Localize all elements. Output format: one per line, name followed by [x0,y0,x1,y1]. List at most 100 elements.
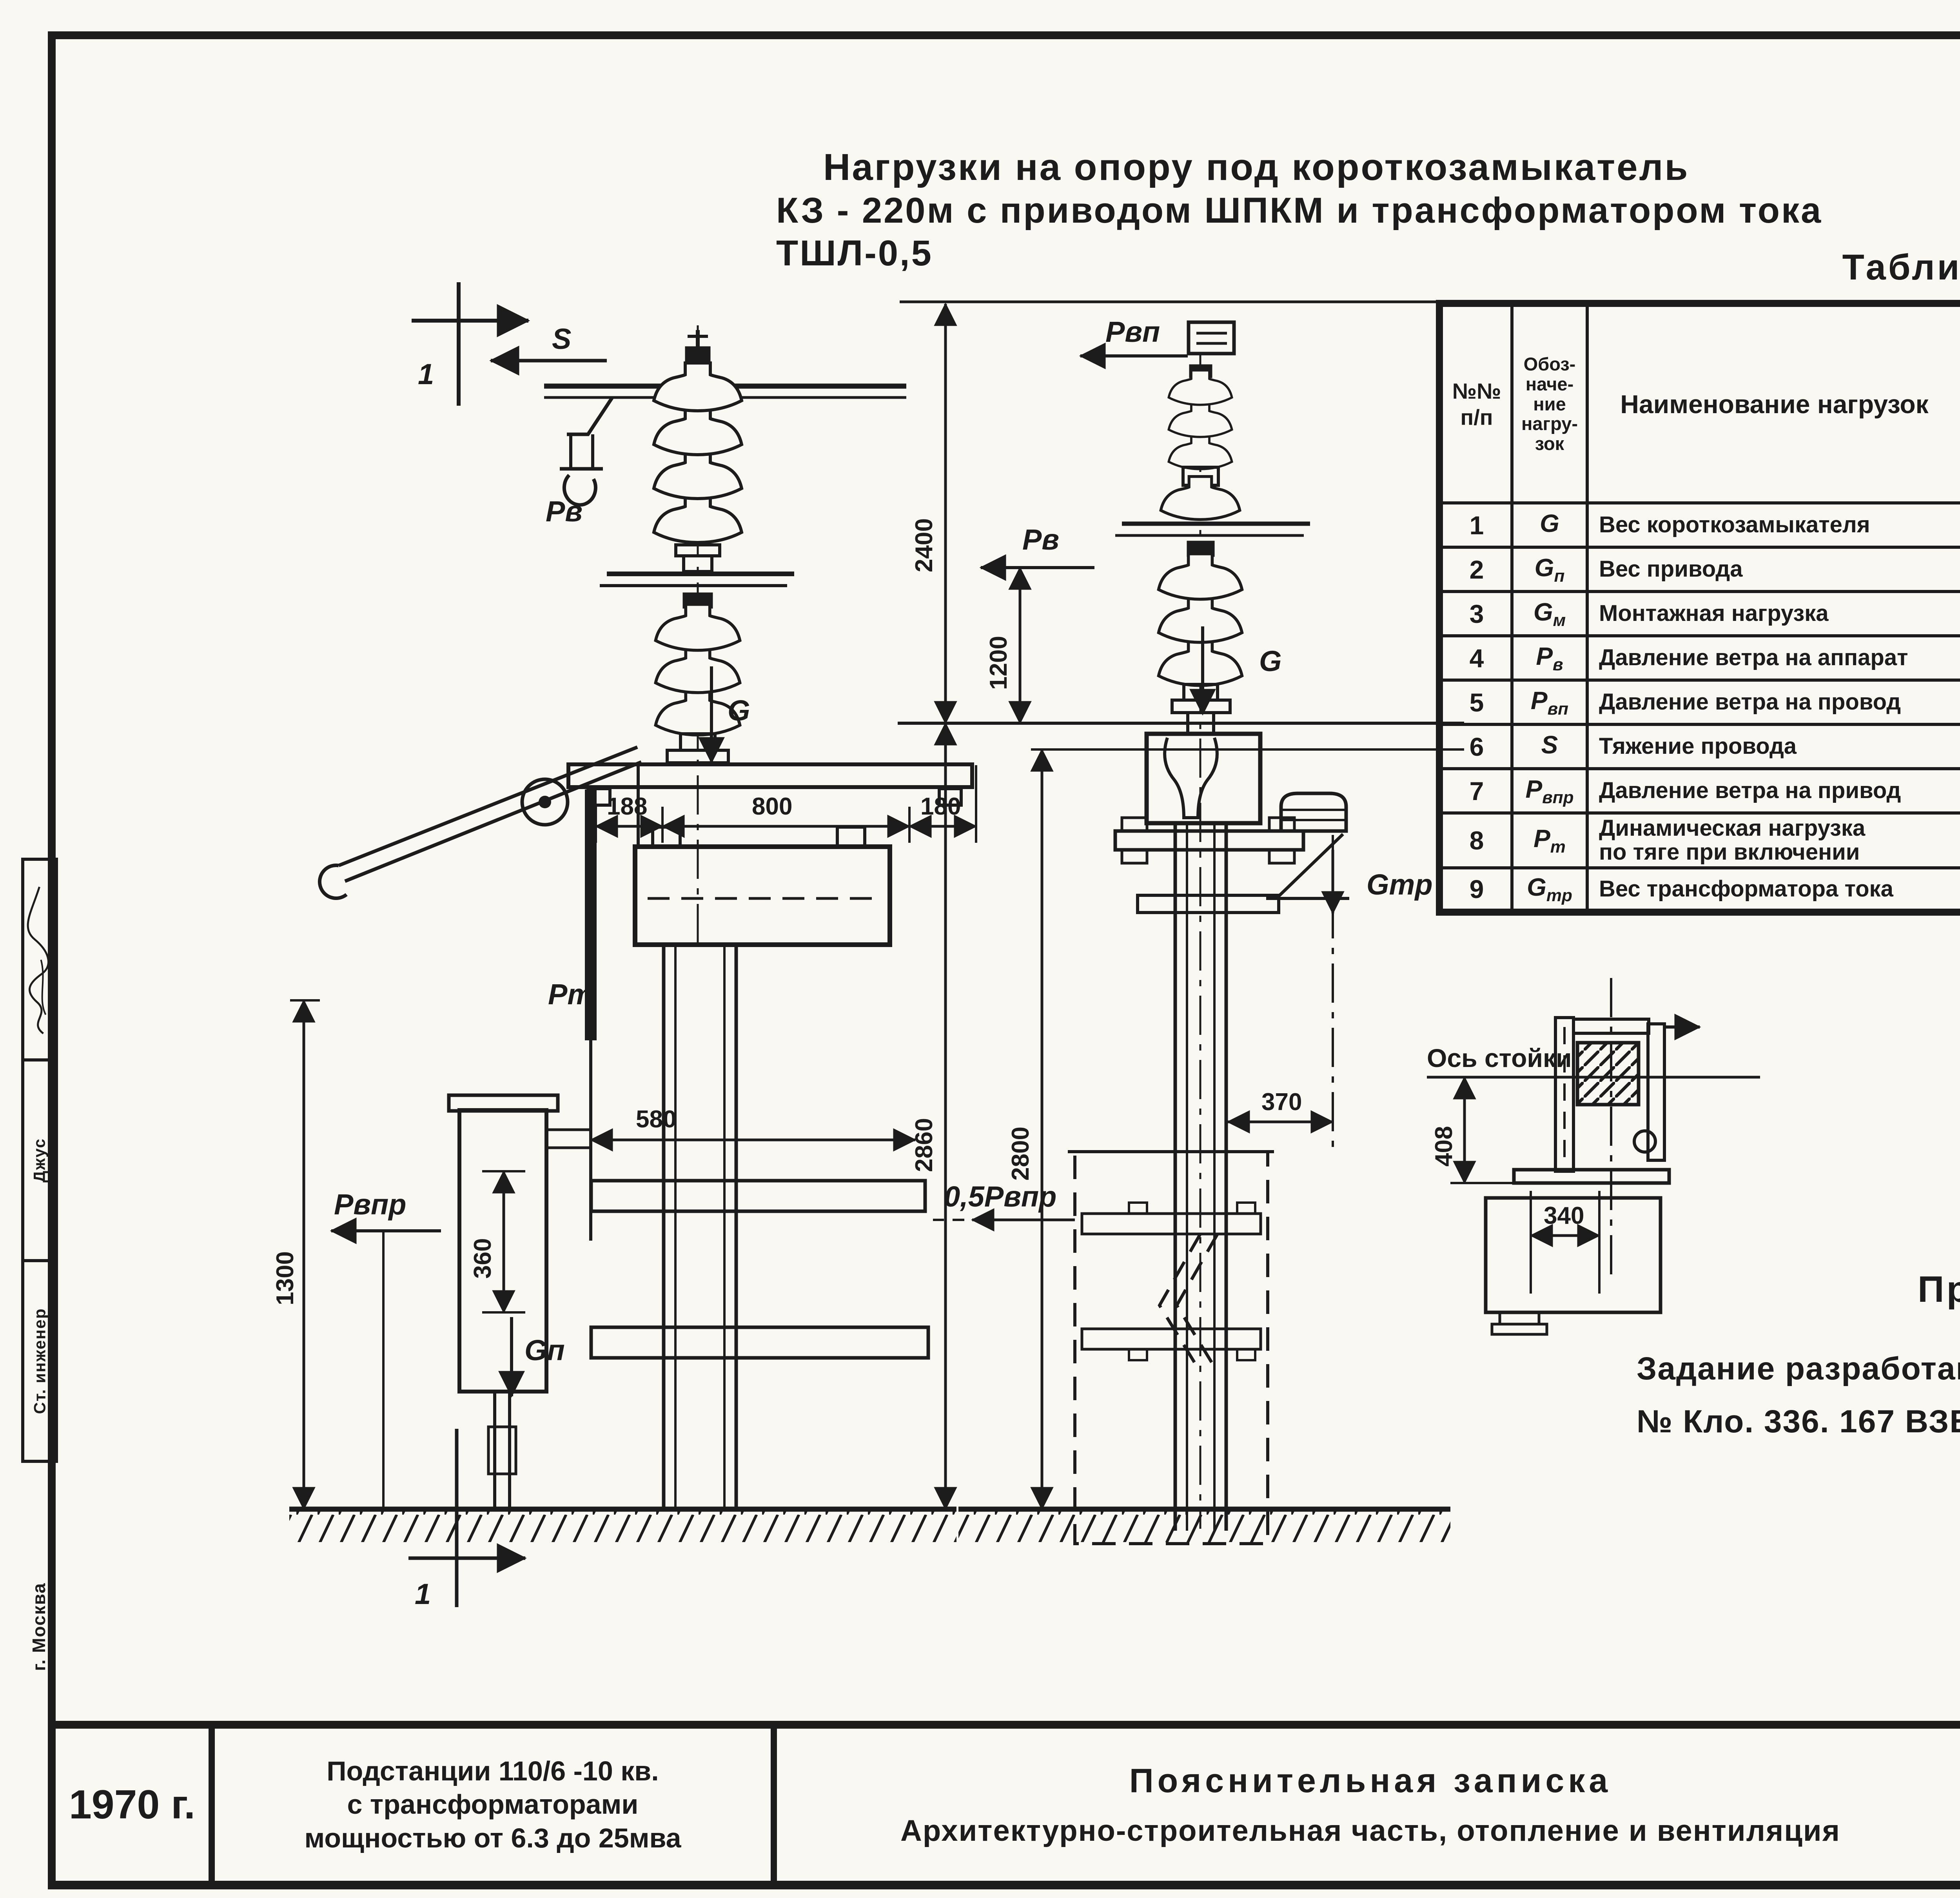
row-symbol: Рт [1510,811,1589,869]
row-number: 9 [1438,866,1514,914]
left-view-labels: 1 S Рв G Рт Рвпр Gп 1 188 800 180 580 36… [272,323,961,1610]
dim-800: 800 [752,793,792,820]
stamp-name-cell: Джус [24,1062,55,1262]
force-label-s: S [552,323,571,355]
shared-dimensions [898,300,1464,1510]
force-label-pv: Рв [1022,523,1059,556]
left-elevation-view [289,282,977,1607]
row-name: Динамическая нагрузка по тяге при включе… [1586,811,1960,869]
document-subtitle: Архитектурно-строительная часть, отоплен… [900,1814,1840,1847]
note-line2: № Кло. 336. 167 ВЗВА. [1637,1404,1960,1439]
col-header-name: Наименование нагрузок [1586,302,1960,504]
force-label-g: G [728,694,750,727]
dim-2800: 2800 [1007,1127,1034,1181]
dim-180: 180 [920,793,961,820]
dim-340: 340 [1544,1202,1584,1229]
force-label-half-pvpr: 0,5Рвпр [944,1180,1056,1213]
technical-drawing: 1 S Рв G Рт Рвпр Gп 1 188 800 180 580 36… [272,282,1760,1610]
title-block: 1970 г. Подстанции 110/6 -10 кв. с транс… [48,1721,1960,1889]
title-block-object-cell: Подстанции 110/6 -10 кв. с трансформатор… [215,1729,777,1881]
force-label-pv: Рв [546,495,583,528]
row-symbol: Рвпр [1510,767,1589,815]
row-symbol: G [1510,501,1589,549]
table-row: 5 Рвп Давление ветра на провод 20 20 6 1… [1438,679,1960,726]
row-number: 3 [1438,590,1514,637]
dim-360: 360 [469,1238,496,1279]
row-name: Вес короткозамыкателя [1586,501,1960,549]
row-name: Монтажная нагрузка [1586,590,1960,637]
dim-1200: 1200 [985,636,1012,690]
table-row: 7 Рвпр Давление ветра на привод 40 40 10… [1438,767,1960,815]
dim-580: 580 [636,1106,676,1133]
middle-view-labels: Рвп Рв G Gтр 0,5Рвпр 370 [944,316,1433,1213]
stamp-city: г. Москва [21,1529,56,1725]
row-number: 7 [1438,767,1514,815]
note-heading: Примечание [1918,1268,1960,1310]
middle-elevation-view [933,320,1450,1545]
stamp-signature-cell [24,861,55,1062]
engineer-role: Ст. инженер [30,1308,49,1414]
row-symbol: Рвп [1510,679,1589,726]
engineer-name: Джус [30,1138,49,1183]
dim-2400: 2400 [911,518,938,572]
row-name: Давление ветра на привод [1586,767,1960,815]
force-label-gp: Gп [524,1334,565,1366]
dim-188: 188 [607,793,647,820]
row-number: 5 [1438,679,1514,726]
sheet-title-line1: Нагрузки на опору под короткозамыкатель [823,146,1690,188]
force-label-gtr: Gтр [1367,868,1433,901]
note-line1: Задание разработано на основании чертежа [1637,1351,1960,1386]
row-number: 2 [1438,546,1514,593]
row-number: 4 [1438,634,1514,682]
row-name: Вес привода [1586,546,1960,593]
force-label-g: G [1259,645,1282,677]
document-title: Пояснительная записка [1129,1762,1612,1800]
row-symbol: Gм [1510,590,1589,637]
title-block-doc-cell: Пояснительная записка Архитектурно-строи… [777,1729,1960,1881]
force-label-pvp: Рвп [1105,316,1160,348]
load-table: №№ п/п Обоз- наче- ние нагру- зок Наимен… [1436,300,1960,916]
year: 1970 г. [69,1782,196,1827]
table-row: 1 G Вес короткозамыкателя 280 280 280 30… [1438,501,1960,549]
table-row: 4 Рв Давление ветра на аппарат 80 80 15 … [1438,634,1960,682]
city-label: г. Москва [29,1582,49,1671]
col-header-number: №№ п/п [1438,302,1514,504]
object-description: Подстанции 110/6 -10 кв. с трансформатор… [304,1755,681,1853]
row-name: Давление ветра на провод [1586,679,1960,726]
sheet-title-line2: КЗ - 220м с приводом ШПКМ и трансформато… [776,191,1823,273]
row-symbol: Рв [1510,634,1589,682]
row-symbol: Gп [1510,546,1589,593]
table-row: 3 Gм Монтажная нагрузка — — 200 — [1438,590,1960,637]
row-number: 1 [1438,501,1514,549]
section-mark-label: 1 [415,1578,431,1610]
detail-view-labels: Ось стойки 408 340 [1427,1043,1584,1229]
section-mark-label: 1 [418,358,434,390]
sheet-title: Нагрузки на опору под короткозамыкатель … [776,145,1952,274]
dim-408: 408 [1430,1126,1457,1167]
dim-1300: 1300 [272,1251,299,1305]
row-symbol: Gтр [1510,866,1589,914]
row-name: Давление ветра на аппарат [1586,634,1960,682]
row-number: 6 [1438,723,1514,770]
signature-icon [26,881,53,1038]
row-name: Вес трансформатора тока [1586,866,1960,914]
col-header-symbol: Обоз- наче- ние нагру- зок [1510,302,1589,504]
dim-370: 370 [1261,1089,1302,1116]
stamp-strip: Джус Ст. инженер [21,858,58,1463]
table-row: 9 Gтр Вес трансформатора тока 25 25 25 2… [1438,866,1960,914]
row-number: 8 [1438,811,1514,869]
dim-2860: 2860 [911,1118,938,1172]
shared-dimension-labels: 2400 2860 1200 2800 [911,518,1034,1181]
row-symbol: S [1510,723,1589,770]
stamp-role-cell: Ст. инженер [24,1262,55,1460]
axis-label: Ось стойки [1427,1043,1572,1072]
table-row: 2 Gп Вес привода 100 100 100 120 [1438,546,1960,593]
row-name: Тяжение провода [1586,723,1960,770]
force-label-pt: Рт [548,978,593,1011]
load-table-caption: Таблица нагрузок [1842,247,1960,287]
title-block-year-cell: 1970 г. [56,1729,215,1881]
table-row: 8 Рт Динамическая нагрузка по тяге при в… [1438,811,1960,869]
detail-view [1427,978,1760,1336]
table-row: 6 S Тяжение провода 25 25 10 20 [1438,723,1960,770]
